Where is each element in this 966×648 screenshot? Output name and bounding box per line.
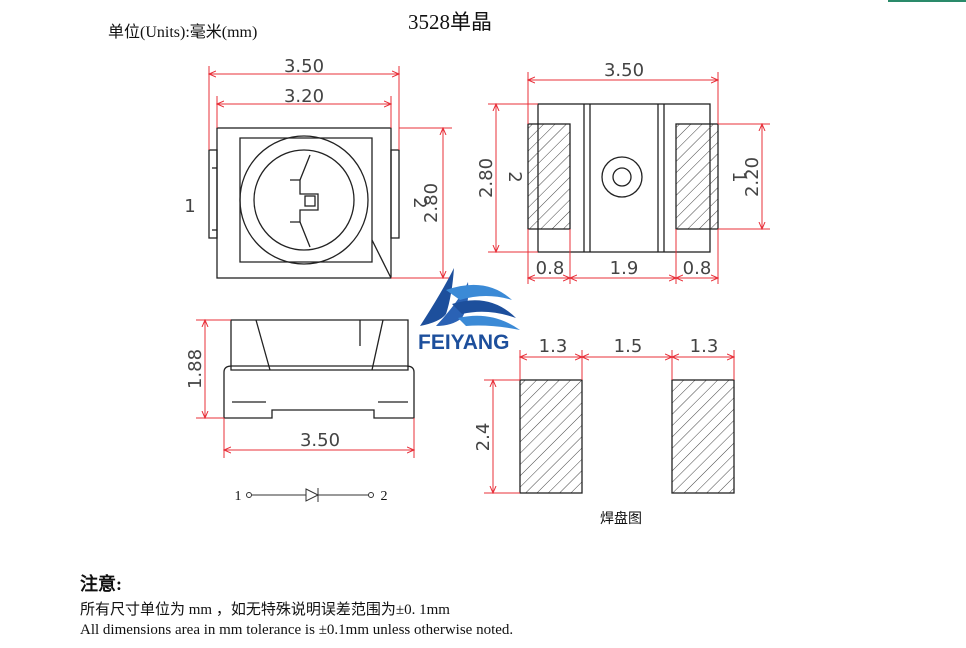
- feiyang-logo-text: FEIYANG: [418, 331, 510, 354]
- units-label: 单位(Units):毫米(mm): [108, 24, 258, 41]
- pad-layout: 1.3 1.5 1.3 2.4: [473, 336, 734, 493]
- dim-top-inner-width: 3.20: [284, 86, 324, 107]
- diode-symbol: 1 2: [235, 488, 388, 504]
- top-view-lens-inner: [253, 149, 355, 251]
- bottom-view-left-pad: [527, 123, 571, 230]
- feiyang-logo-mark: [420, 268, 520, 330]
- bottom-view-polarity-outer: [601, 156, 643, 198]
- dim-pad-left-width: 1.3: [539, 336, 568, 357]
- notes-english: All dimensions area in mm tolerance is ±…: [80, 622, 514, 638]
- dim-bottom-width: 3.50: [604, 60, 644, 81]
- dim-bottom-left-pad: 0.8: [536, 258, 565, 279]
- top-view-die: [304, 195, 316, 207]
- dim-top-height: 2.80: [421, 183, 442, 223]
- top-view-left-lead: [208, 149, 218, 239]
- side-view: 1.88 3.50: [185, 320, 414, 458]
- side-view-body: [230, 319, 409, 371]
- dim-pad-right-width: 1.3: [690, 336, 719, 357]
- top-view: 3.50 3.20 2.80 1 2: [184, 56, 452, 278]
- dim-bottom-center: 1.9: [610, 258, 639, 279]
- pad-right: [671, 379, 735, 494]
- pad-layout-caption: 焊盘图: [600, 511, 642, 527]
- dim-pad-gap: 1.5: [614, 336, 643, 357]
- top-view-die-frame: [290, 179, 319, 223]
- dim-bottom-pad-height: 2.20: [742, 157, 763, 197]
- top-view-pin-2: 2: [409, 197, 430, 208]
- top-right-accent-bar: [888, 0, 966, 2]
- dim-side-height: 1.88: [185, 349, 206, 389]
- top-view-lens-outer: [239, 135, 369, 265]
- dim-top-outer-width: 3.50: [284, 56, 324, 77]
- dim-bottom-height: 2.80: [476, 158, 497, 198]
- diode-pin-2: 2: [381, 489, 388, 504]
- side-view-leads: [223, 365, 415, 419]
- top-view-cavity: [239, 137, 373, 263]
- notes-heading: 注意:: [80, 574, 122, 594]
- bottom-view-pin-1: 1: [728, 171, 749, 182]
- bottom-view-pin-2: 2: [504, 171, 525, 182]
- notes-chinese: 所有尺寸单位为 mm ，如无特殊说明误差范围为±0. 1mm: [80, 602, 450, 618]
- diagram-title: 3528单晶: [408, 10, 492, 34]
- bottom-view-right-pad: [675, 123, 719, 230]
- bottom-view-polarity-inner: [612, 167, 632, 187]
- top-view-pin-1: 1: [184, 196, 195, 217]
- dim-side-width: 3.50: [300, 430, 340, 451]
- top-view-right-lead: [390, 149, 400, 239]
- diode-pin-1: 1: [235, 489, 242, 504]
- pad-left: [519, 379, 583, 494]
- dim-pad-height: 2.4: [473, 423, 494, 452]
- bottom-view: 3.50 2.80 2.20 0.8 1.9 0.8 2 1: [476, 60, 770, 284]
- dim-bottom-right-pad: 0.8: [683, 258, 712, 279]
